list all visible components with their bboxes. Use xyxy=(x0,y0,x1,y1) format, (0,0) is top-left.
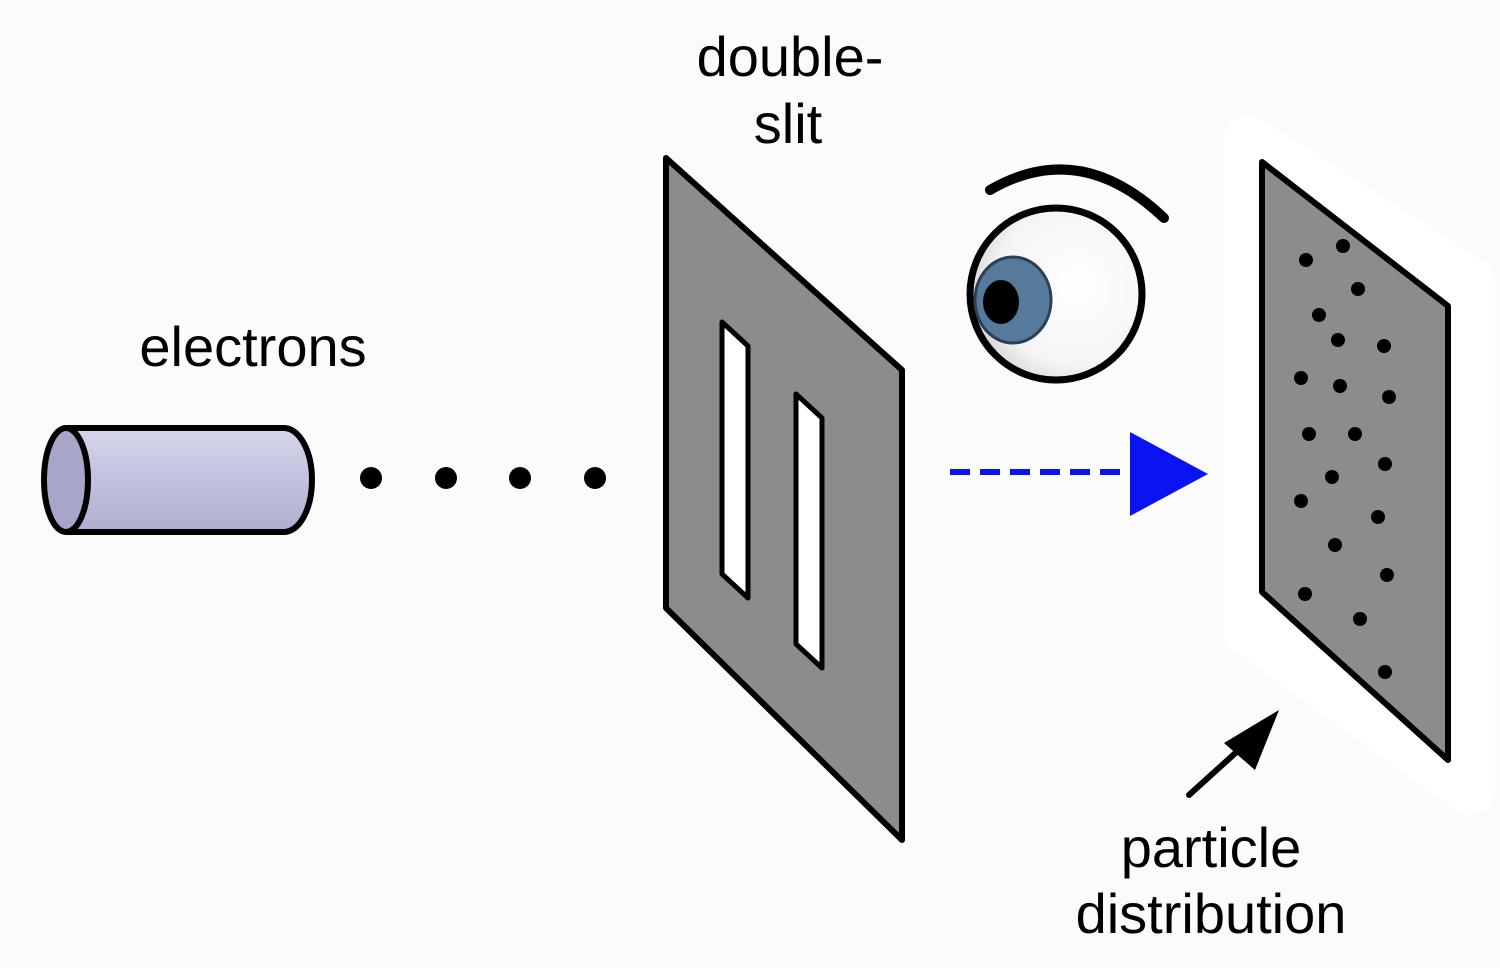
electron-dot xyxy=(584,467,606,489)
particle-hit xyxy=(1312,308,1326,322)
label-double-slit-line2: slit xyxy=(754,92,823,155)
dashed-arrow-icon xyxy=(950,432,1208,516)
particle-hit xyxy=(1325,470,1339,484)
eye-icon xyxy=(966,164,1169,384)
particle-hit xyxy=(1294,371,1308,385)
label-distribution: distribution xyxy=(1076,882,1347,945)
particle-hit xyxy=(1299,253,1313,267)
label-particle: particle xyxy=(1121,816,1302,879)
arrow-head xyxy=(1130,432,1208,516)
particle-hit xyxy=(1353,612,1367,626)
particle-hit xyxy=(1328,538,1342,552)
particle-hit xyxy=(1378,457,1392,471)
particle-hit xyxy=(1348,427,1362,441)
double-slit-plate xyxy=(663,155,905,843)
gun-end-cap xyxy=(41,425,91,535)
particle-hit xyxy=(1333,379,1347,393)
particle-hit xyxy=(1298,587,1312,601)
electron-dot xyxy=(509,467,531,489)
pointer-head xyxy=(1224,710,1279,770)
label-electrons: electrons xyxy=(139,315,366,378)
slit-opening-right xyxy=(793,391,825,671)
pupil xyxy=(983,280,1019,324)
particle-hit xyxy=(1331,333,1345,347)
particle-hit xyxy=(1378,665,1392,679)
particle-hits xyxy=(1294,239,1396,679)
arrow-icon xyxy=(1186,710,1279,798)
particle-hit xyxy=(1336,239,1350,253)
gun-body xyxy=(63,425,315,535)
detection-screen xyxy=(1223,115,1495,815)
electron-dot xyxy=(360,467,382,489)
particle-hit xyxy=(1302,427,1316,441)
screen-plate xyxy=(1259,159,1451,763)
particle-hit xyxy=(1294,494,1308,508)
particle-hit xyxy=(1377,339,1391,353)
electron-dot xyxy=(435,467,457,489)
particle-hit xyxy=(1382,390,1396,404)
slit-plate xyxy=(663,155,905,843)
eyebrow xyxy=(985,164,1169,223)
particle-hit xyxy=(1351,282,1365,296)
particle-hit xyxy=(1371,510,1385,524)
slit-opening-left xyxy=(719,319,751,601)
particle-hit xyxy=(1380,568,1394,582)
electron-dots xyxy=(360,467,606,489)
electron-gun xyxy=(41,425,315,535)
label-double-slit-line1: double- xyxy=(697,25,884,88)
